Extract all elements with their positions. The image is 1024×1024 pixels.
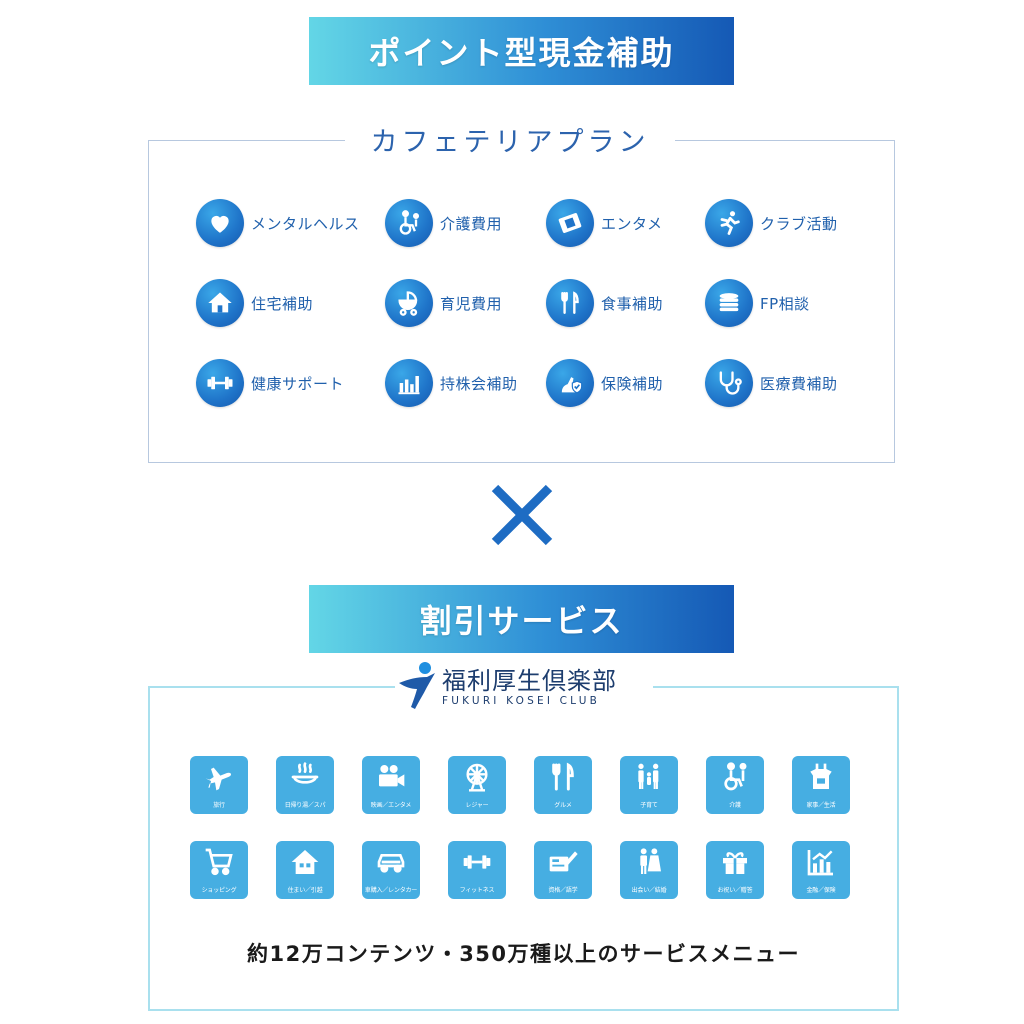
service-tile-nursing-care[interactable]: 介護 (706, 756, 764, 814)
cafe-item-label: 保険補助 (601, 374, 664, 393)
cafe-item-health-support: 健康サポート (196, 358, 344, 408)
discount-services-banner: 割引サービス (309, 585, 734, 653)
service-tile-label: お祝い／贈答 (717, 887, 753, 894)
cafe-item-label: 持株会補助 (440, 374, 518, 393)
car-icon (377, 854, 405, 873)
heart-icon (196, 199, 244, 247)
cafe-item-label: 住宅補助 (251, 294, 314, 313)
service-tile-qualifications[interactable]: 資格／語学 (534, 841, 592, 899)
service-tile-label: 映画／エンタメ (370, 802, 412, 809)
wheelchair-icon (724, 762, 747, 791)
fork-knife-icon (546, 279, 594, 327)
service-tile-label: 日帰り湯／スパ (284, 802, 326, 809)
insurance-icon (546, 359, 594, 407)
house-icon (291, 850, 319, 874)
dumbbell-icon (196, 359, 244, 407)
apron-icon (810, 763, 832, 789)
discount-services-title: 割引サービス (419, 602, 624, 640)
stethoscope-icon (705, 359, 753, 407)
club-logo-japanese: 福利厚生倶楽部 (442, 667, 617, 695)
service-tile-leisure[interactable]: レジャー (448, 756, 506, 814)
cafe-item-meal: 食事補助 (546, 278, 663, 328)
service-tile-gifts[interactable]: お祝い／贈答 (706, 841, 764, 899)
movie-camera-icon (379, 765, 405, 787)
house-icon (196, 279, 244, 327)
cross-icon (491, 484, 553, 546)
stroller-icon (385, 279, 433, 327)
cafeteria-plan-title: カフェテリアプラン (345, 118, 675, 160)
cafe-item-club-activities: クラブ活動 (705, 198, 838, 248)
cafe-item-label: エンタメ (601, 214, 663, 233)
fork-knife-icon (552, 762, 574, 791)
cafe-item-stock-ownership: 持株会補助 (385, 358, 518, 408)
club-logo-icon (399, 662, 435, 709)
gift-icon (723, 852, 747, 874)
cafe-item-label: 医療費補助 (760, 374, 838, 393)
service-tile-label: 家事／生活 (806, 802, 836, 809)
service-tile-travel[interactable]: 旅行 (190, 756, 248, 814)
runner-icon (705, 199, 753, 247)
cafe-item-label: 介護費用 (440, 214, 503, 233)
cash-subsidy-banner: ポイント型現金補助 (309, 17, 734, 85)
service-tile-label: フィットネス (459, 887, 495, 894)
service-tile-gourmet[interactable]: グルメ (534, 756, 592, 814)
service-tile-finance[interactable]: 金融／保険 (792, 841, 850, 899)
chart-icon (807, 850, 833, 876)
service-tile-housing[interactable]: 住まい／引越 (276, 841, 334, 899)
cafe-item-entertainment: エンタメ (546, 198, 663, 248)
dumbbell-icon (463, 855, 491, 869)
ferris-wheel-icon (466, 763, 488, 792)
cafe-item-label: 健康サポート (251, 374, 345, 393)
film-icon (546, 199, 594, 247)
cafe-item-fp-consult: FP相談 (705, 278, 810, 328)
cafe-item-medical: 医療費補助 (705, 358, 838, 408)
cafe-item-label: メンタルヘルス (251, 214, 360, 233)
service-tile-marriage[interactable]: 出会い／結婚 (620, 841, 678, 899)
coins-icon (705, 279, 753, 327)
cafe-item-housing: 住宅補助 (196, 278, 313, 328)
cafe-item-childcare: 育児費用 (385, 278, 502, 328)
cash-subsidy-title: ポイント型現金補助 (368, 34, 675, 72)
service-tile-label: ショッピング (201, 887, 237, 894)
cafe-item-label: 食事補助 (601, 294, 664, 313)
service-tile-label: 子育て (640, 802, 658, 809)
service-tile-label: 出会い／結婚 (631, 887, 667, 894)
cafe-item-mental-health: メンタルヘルス (196, 198, 360, 248)
service-tile-movies[interactable]: 映画／エンタメ (362, 756, 420, 814)
cafe-item-insurance: 保険補助 (546, 358, 663, 408)
cafe-item-label: クラブ活動 (760, 214, 838, 233)
service-tile-label: 住まい／引越 (287, 887, 323, 894)
airplane-icon (205, 767, 231, 791)
service-tile-housework[interactable]: 家事／生活 (792, 756, 850, 814)
service-tile-shopping[interactable]: ショッピング (190, 841, 248, 899)
service-tile-label: グルメ (554, 802, 572, 809)
service-tile-label: 金融／保険 (806, 887, 836, 894)
certificate-icon (549, 851, 578, 872)
service-tile-car[interactable]: 車購入／レンタカー (362, 841, 420, 899)
family-icon (638, 763, 659, 789)
couple-icon (640, 848, 661, 874)
service-summary-text: 約12万コンテンツ・350万種以上のサービスメニュー (246, 942, 801, 966)
service-tile-spa[interactable]: 日帰り湯／スパ (276, 756, 334, 814)
wheelchair-icon (385, 199, 433, 247)
bar-chart-icon (385, 359, 433, 407)
cafe-item-label: 育児費用 (440, 294, 503, 313)
fukuri-kosei-club-logo: 福利厚生倶楽部 FUKURI KOSEI CLUB (395, 655, 653, 719)
service-tile-label: 資格／語学 (548, 887, 578, 894)
cafe-item-care: 介護費用 (385, 198, 502, 248)
cafe-item-label: FP相談 (760, 294, 810, 313)
service-tile-parenting[interactable]: 子育て (620, 756, 678, 814)
service-tile-label: 旅行 (213, 802, 225, 809)
service-tile-label: レジャー (465, 802, 489, 809)
club-logo-english: FUKURI KOSEI CLUB (442, 695, 601, 707)
service-tile-label: 車購入／レンタカー (364, 887, 418, 894)
service-tile-label: 介護 (729, 802, 741, 809)
hot-spring-icon (291, 762, 319, 784)
service-tile-fitness[interactable]: フィットネス (448, 841, 506, 899)
cart-icon (205, 848, 233, 876)
